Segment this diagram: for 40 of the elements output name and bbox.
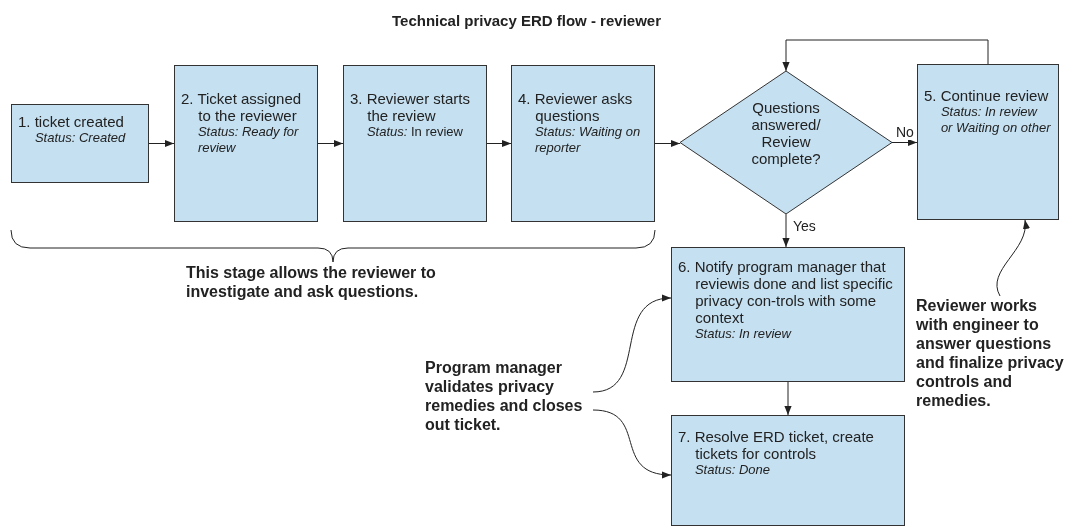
step-text: 6. Notify program manager that reviewis done and list specific privacy con-trols with some context [678, 258, 894, 326]
curved-arrow [592, 295, 672, 393]
annotation-label: Program manager validates privacy remedies and closes out ticket. [425, 358, 584, 434]
step-text: 3. Reviewer starts the review [350, 90, 472, 124]
curved-arrow [592, 409, 672, 478]
step-text: 1. ticket created [18, 113, 125, 130]
edge-label: Yes [792, 218, 817, 234]
curved-arrow [996, 219, 1029, 297]
arrow [782, 39, 989, 72]
status-text: Status: Waiting on reporter [533, 124, 642, 156]
diagram-title: Technical privacy ERD flow - reviewer [392, 12, 661, 29]
process-box [671, 247, 905, 382]
edge-label: No [895, 124, 915, 140]
process-box [343, 65, 487, 222]
process-box [174, 65, 318, 222]
step-text: 4. Reviewer asks questions [518, 90, 634, 124]
process-box [511, 65, 655, 222]
arrow [784, 381, 792, 416]
status-text: Status: In review [693, 326, 793, 342]
status-text: Status: Created [33, 130, 127, 146]
arrow [148, 139, 175, 148]
arrow [654, 139, 681, 148]
stage-note: This stage allows the reviewer to investigate and ask questions. [186, 263, 437, 301]
arrow [317, 139, 344, 148]
step-text: 7. Resolve ERD ticket, create tickets for controls [678, 428, 875, 462]
status-text: Status: In review or Waiting on other [939, 104, 1052, 136]
step-text: 5. Continue review [924, 87, 1050, 104]
process-box [671, 415, 905, 526]
decision-diamond [680, 71, 892, 214]
arrow [891, 138, 918, 147]
arrow [486, 139, 512, 148]
status-text: Status: Done [693, 462, 772, 478]
status-text: Status: In review [365, 124, 464, 140]
status-text: Status: Ready for review [196, 124, 300, 156]
annotation-label: Reviewer works with engineer to answer questions and finalize privacy controls and remedies. [916, 296, 1065, 410]
step-text: 2. Ticket assigned to the reviewer [181, 90, 303, 124]
process-box [917, 64, 1059, 220]
process-box [11, 104, 149, 183]
decision-text: Questions answered/ Review complete? [750, 99, 822, 167]
arrow [782, 213, 790, 248]
